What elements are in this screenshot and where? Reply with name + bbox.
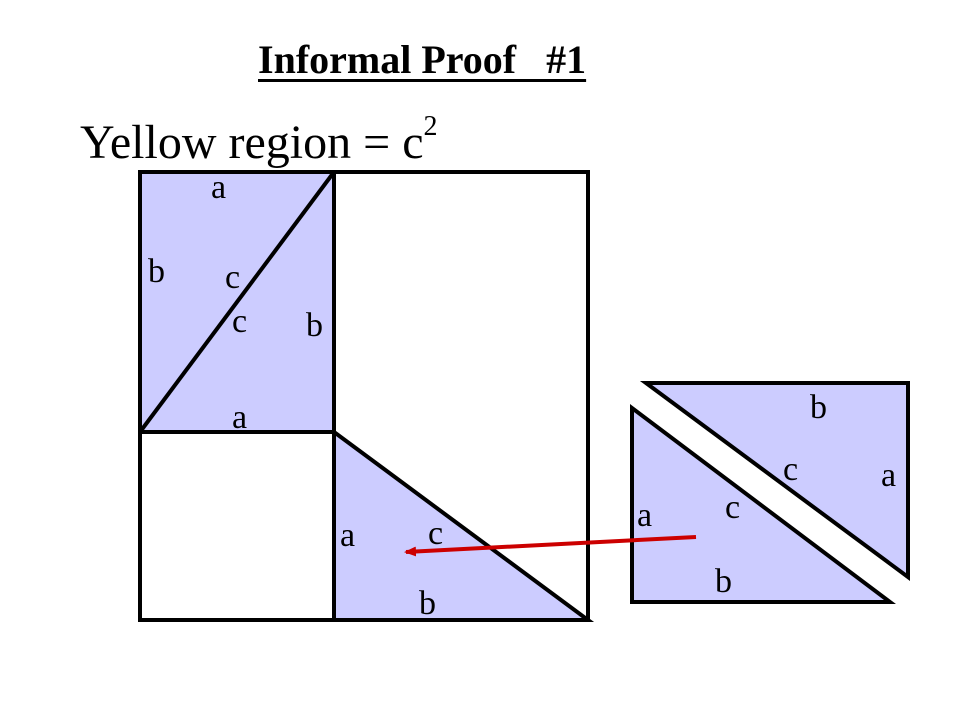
right-upper-triangle: [639, 381, 910, 581]
subtitle-text: Yellow region = c: [80, 116, 424, 169]
label-c-hyp-1: c: [225, 259, 240, 296]
label-b-bottom-tri: b: [419, 585, 436, 622]
right-lower-triangle: [630, 403, 896, 604]
outer-square: [138, 170, 590, 622]
label-a-right-lower: a: [637, 497, 652, 534]
subtitle-superscript: 2: [423, 111, 438, 142]
label-a-top: a: [211, 169, 226, 206]
label-b-right: b: [306, 307, 323, 344]
label-a-bottom-tri: a: [340, 517, 355, 554]
label-b-right-upper: b: [810, 389, 827, 426]
red-arrow: [404, 535, 697, 557]
label-a-right-upper: a: [881, 457, 896, 494]
label-b-right-lower: b: [715, 563, 732, 600]
label-c-right-upper: c: [783, 451, 798, 488]
bottom-triangle: [332, 428, 595, 622]
label-b-left: b: [148, 253, 165, 290]
subtitle-formula: Yellow region = c2: [80, 105, 438, 171]
page-title: Informal Proof #1: [258, 37, 587, 82]
label-a-bottom: a: [232, 399, 247, 436]
label-c-hyp-2: c: [232, 303, 247, 340]
label-c-bottom-tri: c: [428, 515, 443, 552]
label-c-right-lower: c: [725, 489, 740, 526]
top-left-diagonal: [138, 170, 336, 434]
